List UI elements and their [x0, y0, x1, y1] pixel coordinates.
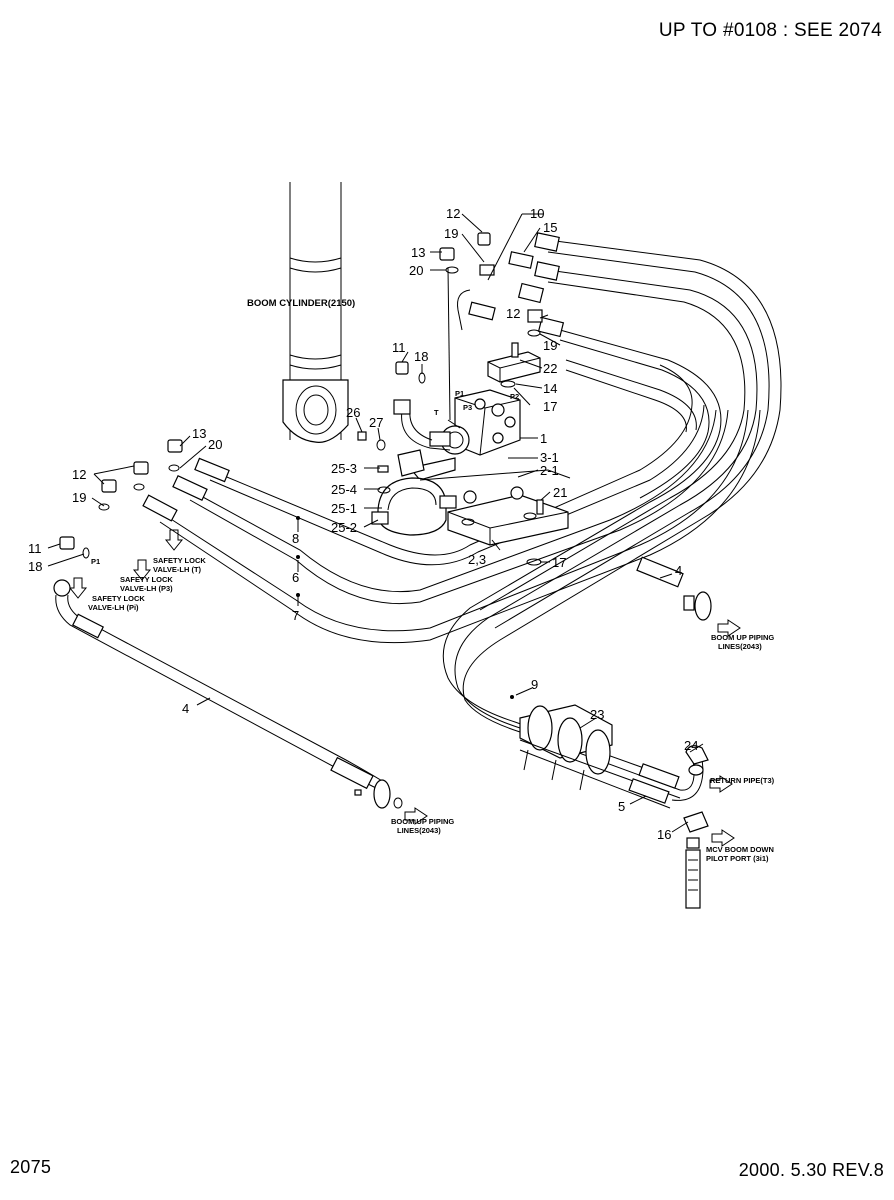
part-18-b: 18: [28, 559, 42, 574]
flow-arrows: [68, 529, 741, 847]
part-12-b: 12: [506, 306, 520, 321]
slv-p3-line2: VALVE-LH (P3): [120, 584, 173, 593]
leader-lines: [47, 213, 704, 833]
part-numbers: 12 10 15 19 13 20 12 19 22 14 17 1 3-1 2…: [28, 206, 698, 842]
part-1: 1: [540, 431, 547, 446]
part-22: 22: [543, 361, 557, 376]
callouts: SAFETY LOCK VALVE-LH (T) SAFETY LOCK VAL…: [88, 556, 775, 863]
part-9: 9: [531, 677, 538, 692]
part-6: 6: [292, 570, 299, 585]
part-8: 8: [292, 531, 299, 546]
part-25-4: 25-4: [331, 482, 357, 497]
part-25-3: 25-3: [331, 461, 357, 476]
part-17-a: 17: [543, 399, 557, 414]
port-p2: P2: [510, 392, 519, 401]
boom-up-left-line1: BOOM UP PIPING: [391, 817, 454, 826]
part-2-1: 2-1: [540, 463, 559, 478]
boom-up-right-line2: LINES(2043): [718, 642, 762, 651]
part-7: 7: [292, 608, 299, 623]
part-20-b: 20: [208, 437, 222, 452]
part-11-b: 11: [28, 541, 42, 556]
return-pipe-label: RETURN PIPE(T3): [710, 776, 775, 785]
hose-dots: [296, 516, 514, 699]
part-19-c: 19: [72, 490, 86, 505]
slv-pi-line2: VALVE-LH (Pi): [88, 603, 139, 612]
boom-cylinder: [282, 182, 349, 443]
part-19-a: 19: [444, 226, 458, 241]
port-t: T: [434, 408, 439, 417]
boom-cylinder-label: BOOM CYLINDER(2150): [247, 298, 355, 309]
part-4-a: 4: [675, 563, 682, 578]
boom-up-right-line1: BOOM UP PIPING: [711, 633, 774, 642]
safety-lock-valve: [393, 389, 521, 456]
revision-note: 2000. 5.30 REV.8: [738, 1160, 884, 1180]
part-19-b: 19: [543, 338, 557, 353]
header-note: UP TO #0108 : SEE 2074: [658, 20, 882, 41]
mcv-line2: PILOT PORT (3i1): [706, 854, 769, 863]
part-5: 5: [618, 799, 625, 814]
part-21: 21: [553, 485, 567, 500]
slv-pi-line1: SAFETY LOCK: [92, 594, 145, 603]
port-p1: P1: [455, 389, 464, 398]
slv-t-line2: VALVE-LH (T): [153, 565, 202, 574]
hose-4-left: [53, 579, 403, 809]
part-18-a: 18: [414, 349, 428, 364]
part-24: 24: [684, 738, 698, 753]
part-14: 14: [543, 381, 557, 396]
part-16: 16: [657, 827, 671, 842]
part-17-b: 17: [552, 555, 566, 570]
part-11-a: 11: [392, 340, 406, 355]
clamp-assembly-23: [519, 704, 709, 909]
part-20-a: 20: [409, 263, 423, 278]
part-12-c: 12: [72, 467, 86, 482]
part-25-2: 25-2: [331, 520, 357, 535]
slv-t-line1: SAFETY LOCK: [153, 556, 206, 565]
part-3-1: 3-1: [540, 450, 559, 465]
part-13-b: 13: [192, 426, 206, 441]
hose-bundle: [142, 232, 782, 791]
boom-up-left-line2: LINES(2043): [397, 826, 441, 835]
port-p3: P3: [463, 403, 472, 412]
p1-label: P1: [91, 557, 100, 566]
mcv-line1: MCV BOOM DOWN: [706, 845, 774, 854]
page-number: 2075: [10, 1157, 52, 1177]
top-fittings: [59, 232, 544, 566]
part-27: 27: [369, 415, 383, 430]
part-15: 15: [543, 220, 557, 235]
part-23: 23: [590, 707, 604, 722]
part-25-1: 25-1: [331, 501, 357, 516]
part-13-a: 13: [411, 245, 425, 260]
slv-p3-line1: SAFETY LOCK: [120, 575, 173, 584]
part-26: 26: [346, 405, 360, 420]
part-4-b: 4: [182, 701, 189, 716]
part-10: 10: [530, 206, 544, 221]
part-2-3: 2,3: [468, 552, 486, 567]
part-12-a: 12: [446, 206, 460, 221]
